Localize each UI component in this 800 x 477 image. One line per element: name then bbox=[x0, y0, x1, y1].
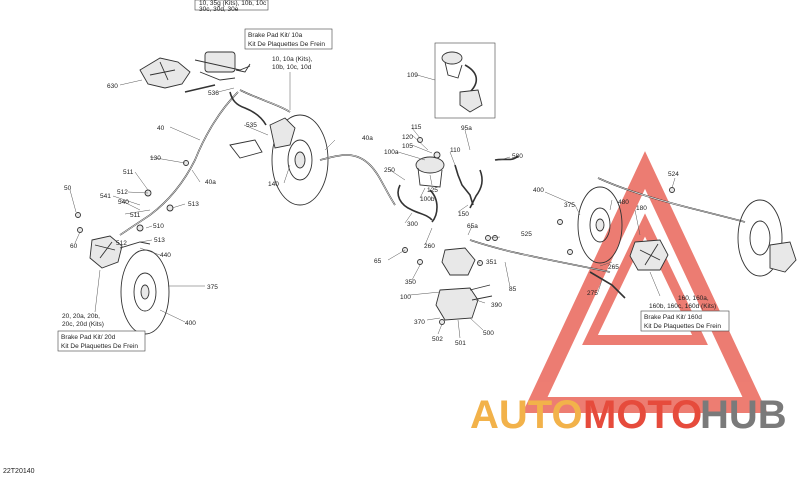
callout-275: 275 bbox=[587, 290, 598, 297]
callout-300: 300 bbox=[407, 221, 418, 228]
callout-115: 115 bbox=[411, 124, 422, 131]
callout-370: 370 bbox=[414, 319, 425, 326]
kit-rear-nums-line1: 160, 160a, bbox=[678, 295, 709, 302]
kit-front-line1: Brake Pad Kit/ 10a bbox=[248, 32, 303, 39]
rear-pedal-lines bbox=[319, 154, 611, 273]
callout-labels: 630 536 535 40 40a 40a 130 140 511 511 5… bbox=[64, 72, 679, 347]
callout-511-lower: 511 bbox=[130, 212, 141, 219]
callout-130: 130 bbox=[150, 155, 161, 162]
callout-502: 502 bbox=[432, 336, 443, 343]
callout-100a: 100a bbox=[384, 149, 399, 156]
callout-536: 536 bbox=[208, 90, 219, 97]
callout-100b: 100b bbox=[420, 196, 435, 203]
callout-541: 541 bbox=[100, 193, 111, 200]
kit-left-nums-line1: 20, 20a, 20b, bbox=[62, 313, 100, 320]
callout-110: 110 bbox=[450, 147, 461, 154]
callout-265: 265 bbox=[608, 264, 619, 271]
callout-535: 535 bbox=[246, 122, 257, 129]
kit-box-front: Brake Pad Kit/ 10a Kit De Plaquettes De … bbox=[244, 28, 333, 50]
reservoir-inset bbox=[434, 42, 496, 119]
kit-box-top: 10, 35g (Kits), 10b, 10c 30c, 30d, 30e bbox=[194, 0, 269, 13]
front-left-disc bbox=[120, 249, 170, 335]
kit-top-line1: 10, 35g (Kits), 10b, 10c bbox=[199, 0, 267, 7]
callout-40: 40 bbox=[157, 125, 165, 132]
callout-375-front: 375 bbox=[207, 284, 218, 291]
callout-150: 150 bbox=[458, 211, 469, 218]
callout-630: 630 bbox=[107, 83, 118, 90]
kit-left-numbers: 20, 20a, 20b, 20c, 20d (Kits) bbox=[62, 269, 104, 328]
rear-master-cylinder bbox=[397, 137, 498, 325]
front-left-caliper bbox=[75, 160, 189, 269]
callout-390: 390 bbox=[491, 302, 502, 309]
callout-65a: 65a bbox=[467, 223, 478, 230]
front-brake-line bbox=[119, 89, 291, 236]
callout-95a: 95a bbox=[461, 125, 472, 132]
callout-525: 525 bbox=[521, 231, 532, 238]
callout-375-rear: 375 bbox=[564, 202, 575, 209]
callout-65: 65 bbox=[374, 258, 382, 265]
callout-350: 350 bbox=[405, 279, 416, 286]
kit-rear-numbers: 160, 160a, 160b, 160c, 160d (Kits) bbox=[649, 271, 716, 310]
callout-125: 125 bbox=[427, 187, 438, 194]
callout-100: 100 bbox=[400, 294, 411, 301]
watermark-word-hub: HUB bbox=[700, 393, 787, 437]
callout-524: 524 bbox=[668, 171, 679, 178]
callout-250: 250 bbox=[384, 167, 395, 174]
callout-60: 60 bbox=[70, 243, 78, 250]
callout-512-upper: 512 bbox=[117, 189, 128, 196]
watermark-word-moto: MOTO bbox=[583, 393, 702, 437]
callout-512-lower: 512 bbox=[116, 240, 127, 247]
callout-501: 501 bbox=[455, 340, 466, 347]
leader-lines bbox=[69, 74, 676, 339]
watermark-triangle bbox=[522, 151, 768, 413]
callout-513-upper: 513 bbox=[188, 201, 199, 208]
kit-left-nums-line2: 20c, 20d (Kits) bbox=[62, 321, 104, 328]
rear-right-assembly bbox=[557, 177, 797, 299]
callout-580: 580 bbox=[512, 153, 523, 160]
callout-400-front: 400 bbox=[185, 320, 196, 327]
callout-500: 500 bbox=[483, 330, 494, 337]
callout-480: 480 bbox=[618, 199, 629, 206]
kit-top-line2: 30c, 30d, 30e bbox=[199, 6, 239, 13]
kit-front-nums-line2: 10b, 10c, 10d bbox=[272, 64, 312, 71]
callout-120: 120 bbox=[402, 134, 413, 141]
callout-260: 260 bbox=[424, 243, 435, 250]
kit-left-line2: Kit De Plaquettes De Frein bbox=[61, 343, 138, 350]
callout-180: 180 bbox=[636, 205, 647, 212]
callout-109: 109 bbox=[407, 72, 418, 79]
callout-40a-center: 40a bbox=[362, 135, 373, 142]
watermark-logo: AUTO MOTO HUB bbox=[470, 393, 787, 437]
callout-510: 510 bbox=[153, 223, 164, 230]
diagram-id: 22T20140 bbox=[3, 468, 35, 475]
kit-left-line1: Brake Pad Kit/ 20d bbox=[61, 334, 116, 341]
kit-box-left: Brake Pad Kit/ 20d Kit De Plaquettes De … bbox=[57, 330, 146, 352]
callout-400-rear: 400 bbox=[533, 187, 544, 194]
front-master-cylinder bbox=[139, 51, 251, 93]
callout-85: 85 bbox=[509, 286, 517, 293]
callout-511-upper: 511 bbox=[123, 169, 134, 176]
kit-front-numbers: 10, 10a (Kits), 10b, 10c, 10d bbox=[272, 56, 313, 110]
kit-rear-line2: Kit De Plaquettes De Frein bbox=[644, 323, 721, 330]
front-right-disc bbox=[229, 114, 329, 206]
callout-351: 351 bbox=[486, 259, 497, 266]
callout-513-lower: 513 bbox=[154, 237, 165, 244]
kit-rear-line1: Brake Pad Kit/ 160d bbox=[644, 314, 702, 321]
kit-front-nums-line1: 10, 10a (Kits), bbox=[272, 56, 313, 63]
callout-105: 105 bbox=[402, 143, 413, 150]
callout-140: 140 bbox=[268, 181, 279, 188]
kit-front-line2: Kit De Plaquettes De Frein bbox=[248, 41, 325, 48]
kit-box-rear: Brake Pad Kit/ 160d Kit De Plaquettes De… bbox=[640, 310, 730, 332]
watermark-word-auto: AUTO bbox=[470, 393, 583, 437]
callout-540: 540 bbox=[118, 199, 129, 206]
kit-rear-nums-line2: 160b, 160c, 160d (Kits) bbox=[649, 303, 716, 310]
callout-50: 50 bbox=[64, 185, 72, 192]
callout-440: 440 bbox=[160, 252, 171, 259]
callout-40a-front: 40a bbox=[205, 179, 216, 186]
